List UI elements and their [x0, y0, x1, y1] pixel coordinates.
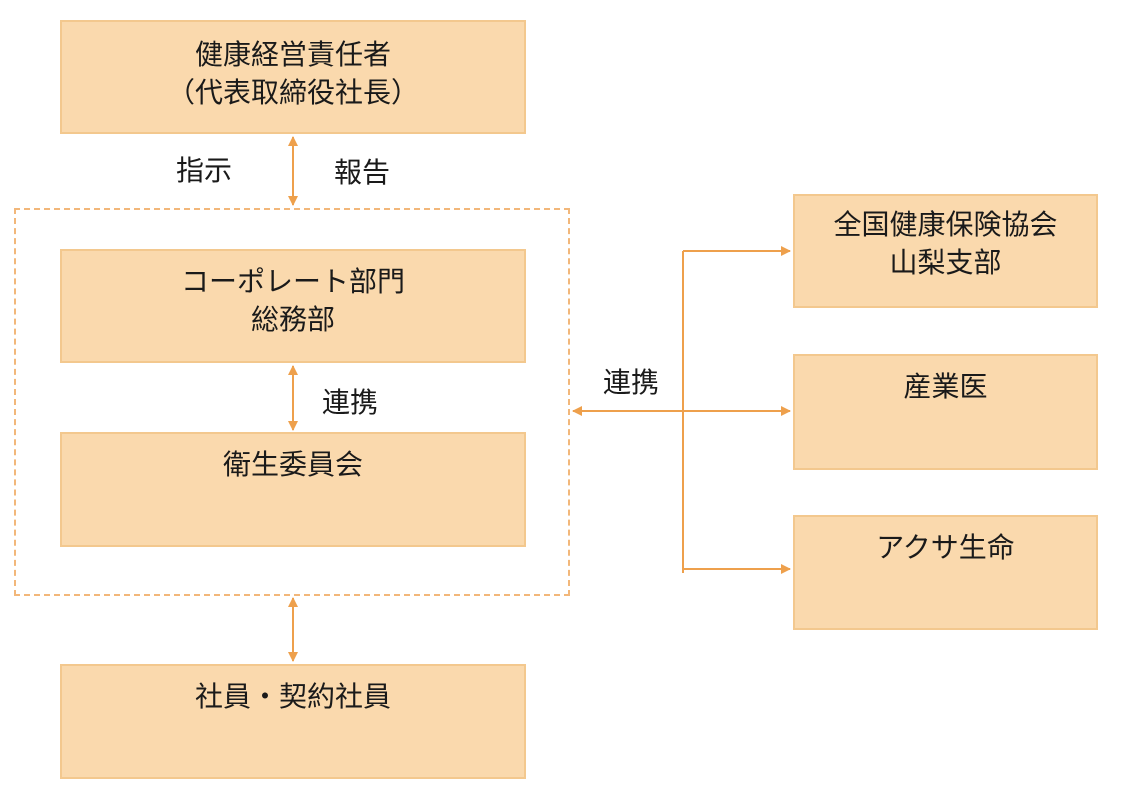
- internal-group-frame: [14, 208, 570, 596]
- executive-subtitle: （代表取締役社長）: [166, 76, 419, 109]
- partner-title: アクサ生命: [876, 531, 1015, 564]
- corporate-title: コーポレート部門: [180, 265, 405, 298]
- partner-subtitle: 山梨支部: [889, 246, 1002, 279]
- report-label: 報告: [334, 156, 391, 189]
- external-link-label: 連携: [603, 366, 660, 399]
- committee-title: 衛生委員会: [222, 448, 363, 481]
- partner-title: 産業医: [903, 370, 988, 403]
- executive-title: 健康経営責任者: [194, 38, 391, 71]
- internal-link-label: 連携: [322, 386, 379, 419]
- employees-title: 社員・契約社員: [194, 680, 391, 713]
- employees-box: 社員・契約社員: [60, 664, 526, 779]
- committee-box: 衛生委員会: [60, 432, 526, 547]
- partner-box-kyokai: 全国健康保険協会 山梨支部: [793, 194, 1098, 308]
- corporate-box: コーポレート部門 総務部: [60, 249, 526, 363]
- executive-box: 健康経営責任者 （代表取締役社長）: [60, 20, 526, 134]
- partner-box-doctor: 産業医: [793, 354, 1098, 470]
- corporate-subtitle: 総務部: [250, 303, 335, 336]
- instruct-label: 指示: [176, 154, 233, 187]
- partner-box-axa: アクサ生命: [793, 515, 1098, 630]
- partner-title: 全国健康保険協会: [833, 208, 1058, 241]
